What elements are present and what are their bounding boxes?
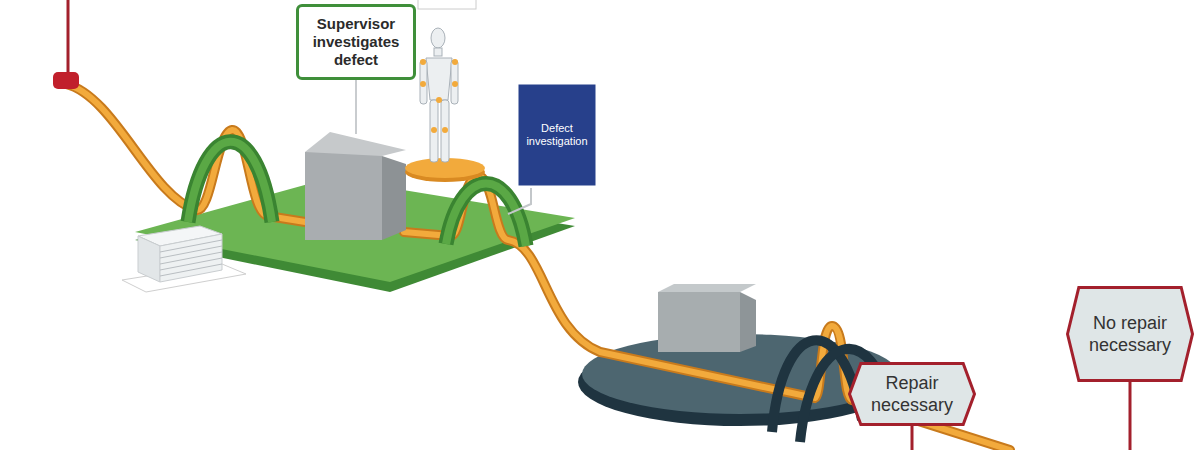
box-front bbox=[658, 292, 740, 352]
joint bbox=[431, 127, 437, 133]
figure-leg bbox=[430, 100, 438, 162]
sign-outline bbox=[848, 362, 976, 426]
tube-outline bbox=[66, 84, 1010, 450]
building-top bbox=[305, 132, 406, 156]
mannequin bbox=[420, 28, 458, 162]
figure-neck bbox=[434, 48, 442, 56]
arch-edge bbox=[446, 184, 526, 247]
figure-head bbox=[431, 28, 445, 48]
joint bbox=[436, 97, 442, 103]
figure-joints bbox=[420, 59, 458, 133]
text-group: Repair necessary bbox=[848, 364, 976, 424]
joint bbox=[452, 59, 458, 65]
building-side bbox=[382, 156, 406, 240]
panel-leader bbox=[508, 188, 531, 214]
figure-arm bbox=[451, 60, 458, 104]
joint bbox=[452, 81, 458, 87]
figure-torso bbox=[426, 58, 452, 100]
hex-sign bbox=[850, 364, 975, 425]
node-label: Defect investigation bbox=[524, 122, 590, 148]
node-label: Supervisor investigates defect bbox=[309, 15, 403, 69]
box-side bbox=[740, 292, 756, 352]
figure-arm bbox=[420, 60, 427, 104]
paper-front bbox=[160, 234, 222, 282]
tube-clamp bbox=[53, 72, 79, 89]
hex-sign bbox=[1068, 288, 1193, 381]
figure-leg bbox=[441, 100, 449, 162]
node-label: No repair necessary bbox=[1084, 312, 1176, 356]
decision-sign: Repair necessary bbox=[848, 362, 976, 426]
sign-outline bbox=[1066, 286, 1194, 382]
process-panel: Defect investigation bbox=[519, 85, 595, 185]
decision-sign: No repair necessary bbox=[1066, 286, 1194, 382]
text-group: Defect investigation bbox=[519, 116, 595, 154]
box-top bbox=[658, 284, 756, 292]
sign-board: Supervisor investigates defect bbox=[296, 4, 416, 80]
text-group: Supervisor investigates defect bbox=[299, 9, 413, 75]
sign-pole bbox=[1129, 380, 1132, 450]
paper-lines bbox=[160, 240, 222, 276]
cut-box bbox=[418, 0, 476, 9]
joint bbox=[420, 59, 426, 65]
arch bbox=[446, 184, 526, 247]
node-label: Repair necessary bbox=[866, 372, 958, 416]
arch-edge bbox=[188, 142, 272, 222]
text-group: No repair necessary bbox=[1066, 304, 1194, 364]
tube bbox=[66, 84, 1010, 450]
paper-side bbox=[138, 236, 160, 282]
arch bbox=[188, 142, 272, 222]
hanger-line bbox=[67, 0, 70, 76]
panel-fill bbox=[519, 85, 595, 185]
building-front bbox=[305, 152, 382, 240]
joint bbox=[420, 81, 426, 87]
paper-stack bbox=[138, 226, 222, 282]
joint bbox=[442, 127, 448, 133]
